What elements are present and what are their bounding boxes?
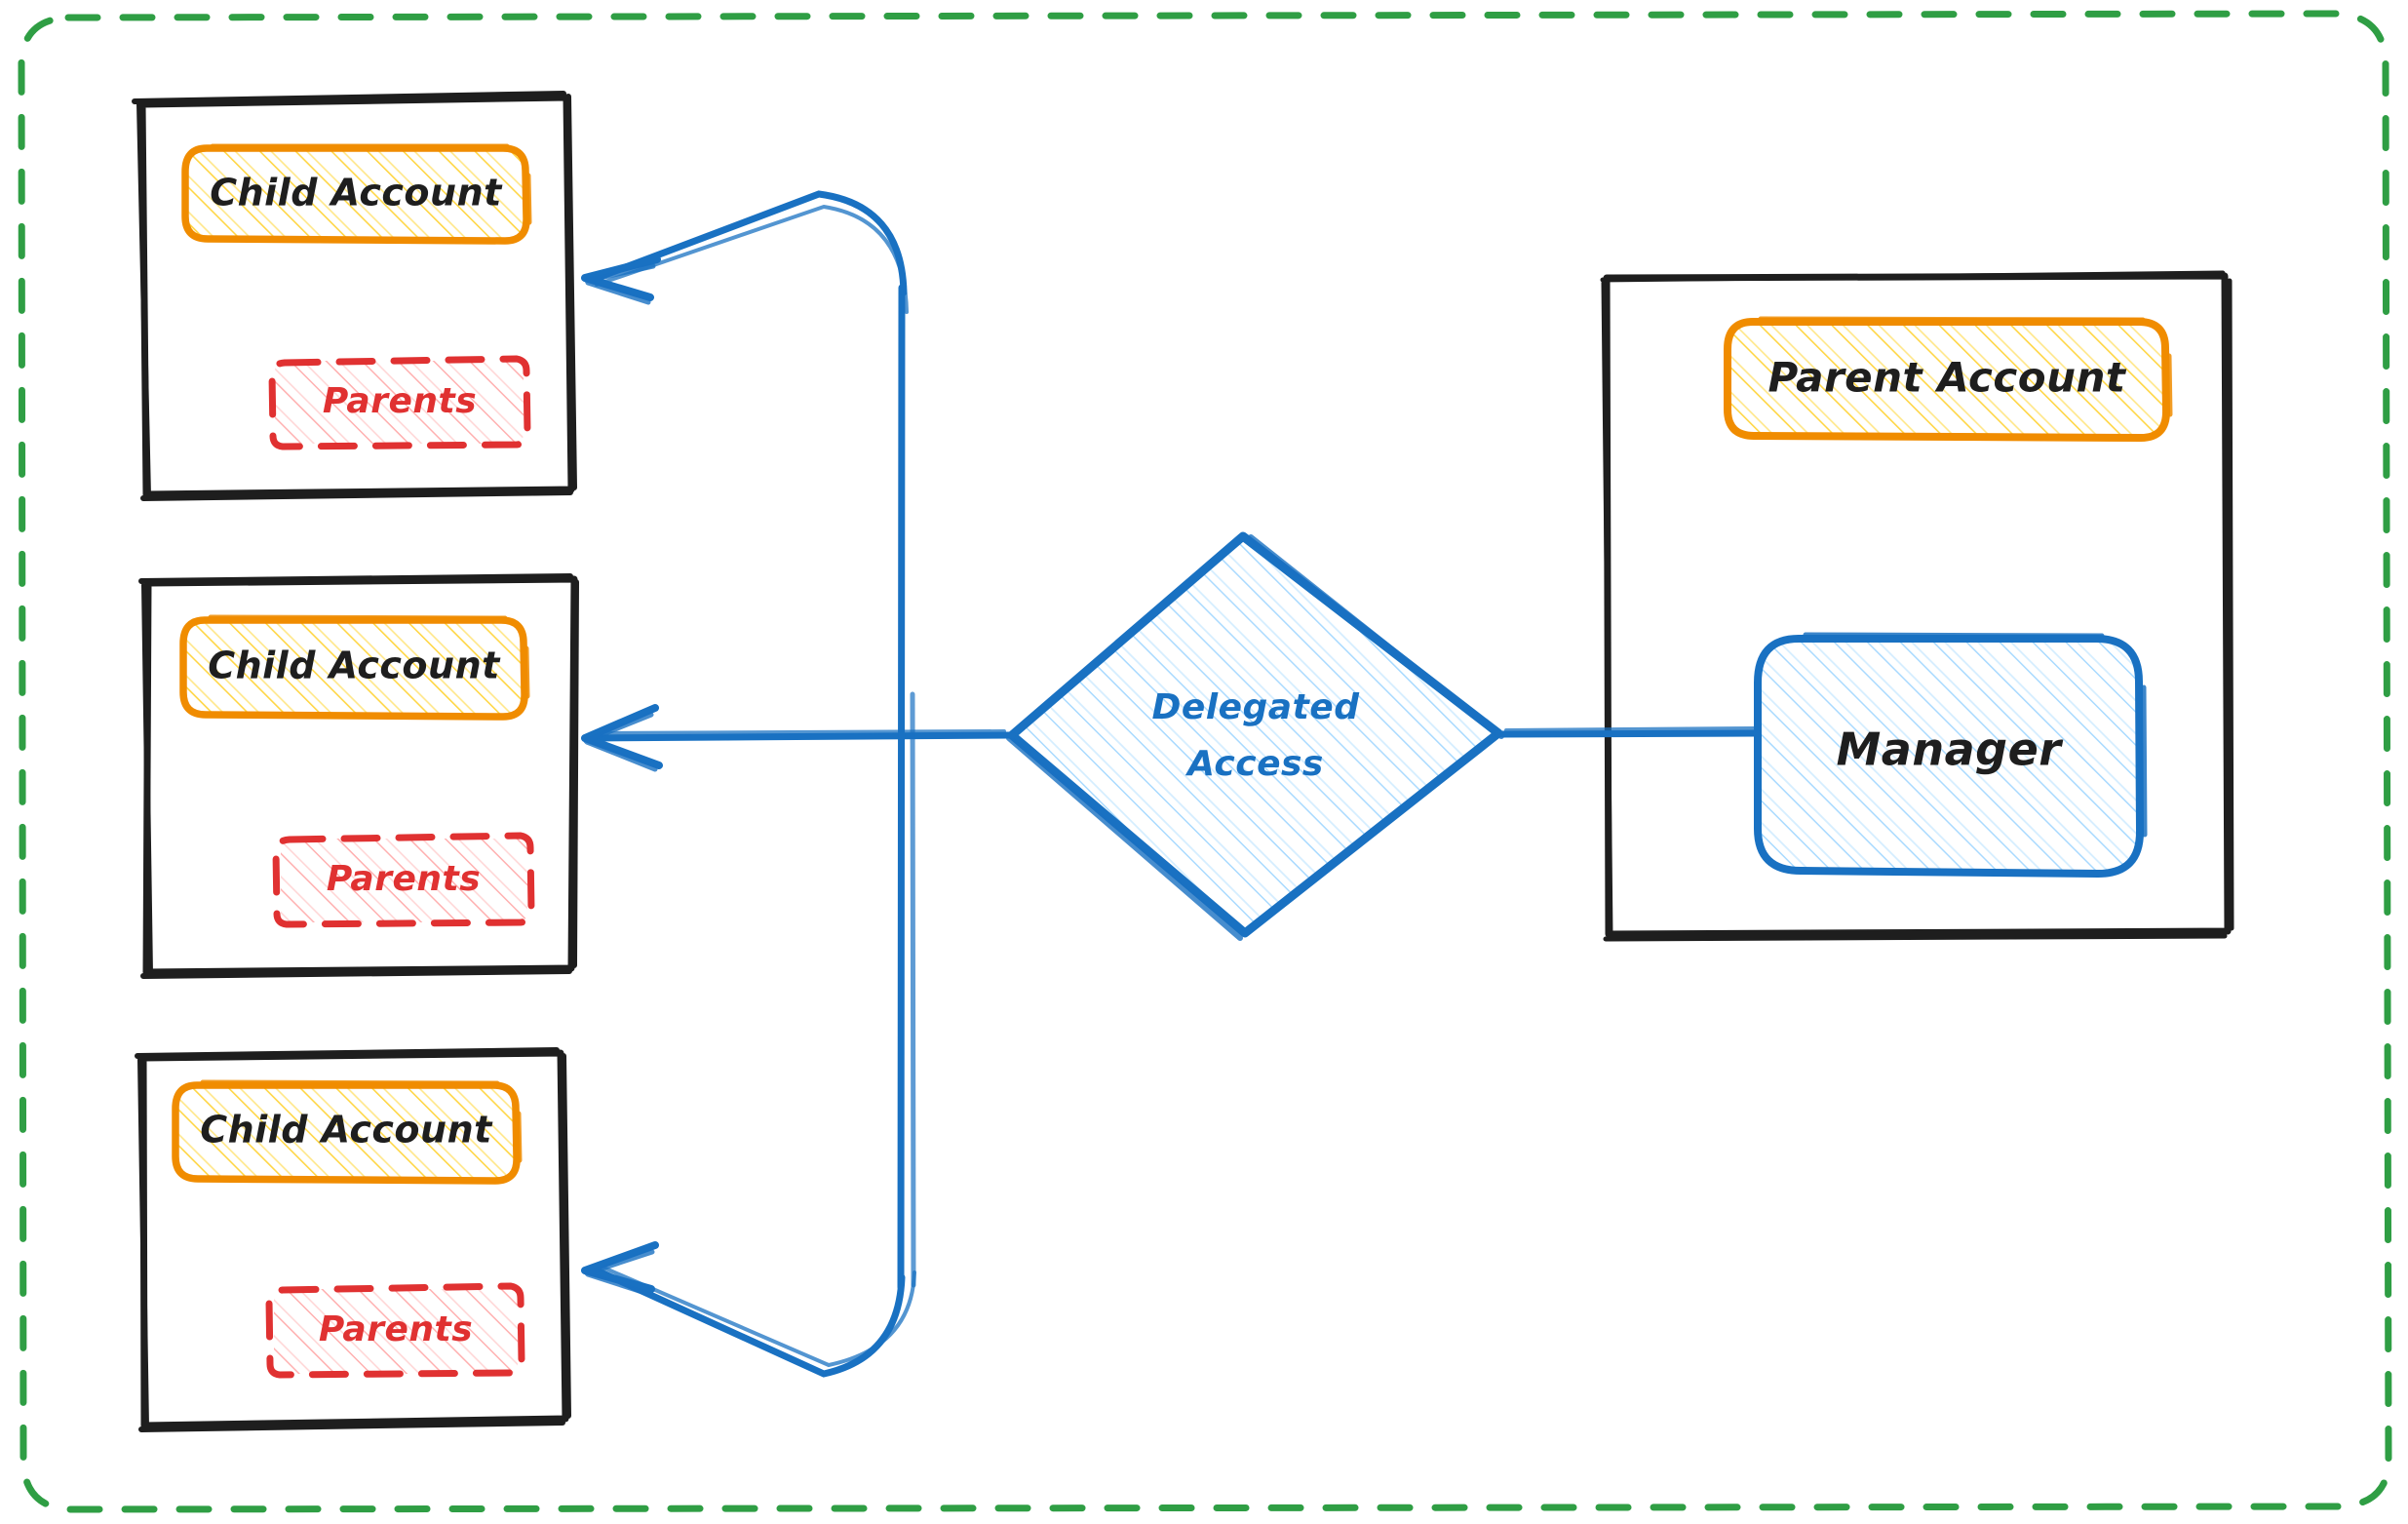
child-account-box-2[interactable]: Child Account xyxy=(179,614,530,721)
child-account-box-3[interactable]: Child Account xyxy=(172,1079,523,1185)
delegated-access-node[interactable]: Delegated Access xyxy=(1006,531,1504,941)
parent-account-frame[interactable]: Parent Account Manager xyxy=(1600,270,2234,942)
connector-vertical-trunk xyxy=(897,284,916,1291)
child-account-label-2: Child Account xyxy=(208,645,501,687)
child-account-label-1: Child Account xyxy=(210,172,503,215)
parents-label-3: Parents xyxy=(319,1309,473,1349)
child-account-frame-3[interactable]: Child Account Parents xyxy=(135,1047,571,1432)
parents-label-1: Parents xyxy=(323,381,477,421)
manager-box[interactable]: Manager xyxy=(1754,632,2148,878)
parents-label-2: Parents xyxy=(327,859,481,899)
child-account-label-3: Child Account xyxy=(200,1109,493,1152)
parent-account-box[interactable]: Parent Account xyxy=(1724,316,2173,442)
parents-box-1[interactable]: Parents xyxy=(268,355,531,450)
delegated-access-label-line2: Access xyxy=(1185,744,1324,784)
parents-box-2[interactable]: Parents xyxy=(272,832,535,928)
manager-label: Manager xyxy=(1837,723,2065,776)
organization-boundary xyxy=(18,10,2392,1513)
delegated-access-label-line1: Delegated xyxy=(1151,687,1360,727)
child-account-frame-1[interactable]: Child Account Parents xyxy=(132,91,577,501)
connector-delegated-to-child-1 xyxy=(581,190,909,314)
parents-box-3[interactable]: Parents xyxy=(265,1282,525,1379)
parent-account-label: Parent Account xyxy=(1768,354,2127,402)
child-account-box-1[interactable]: Child Account xyxy=(181,143,532,245)
child-account-frame-2[interactable]: Child Account Parents xyxy=(138,573,579,979)
connector-delegated-to-child-2 xyxy=(581,704,1016,772)
connector-manager-to-delegated xyxy=(1495,726,1761,738)
connector-delegated-to-child-3 xyxy=(581,1241,916,1378)
